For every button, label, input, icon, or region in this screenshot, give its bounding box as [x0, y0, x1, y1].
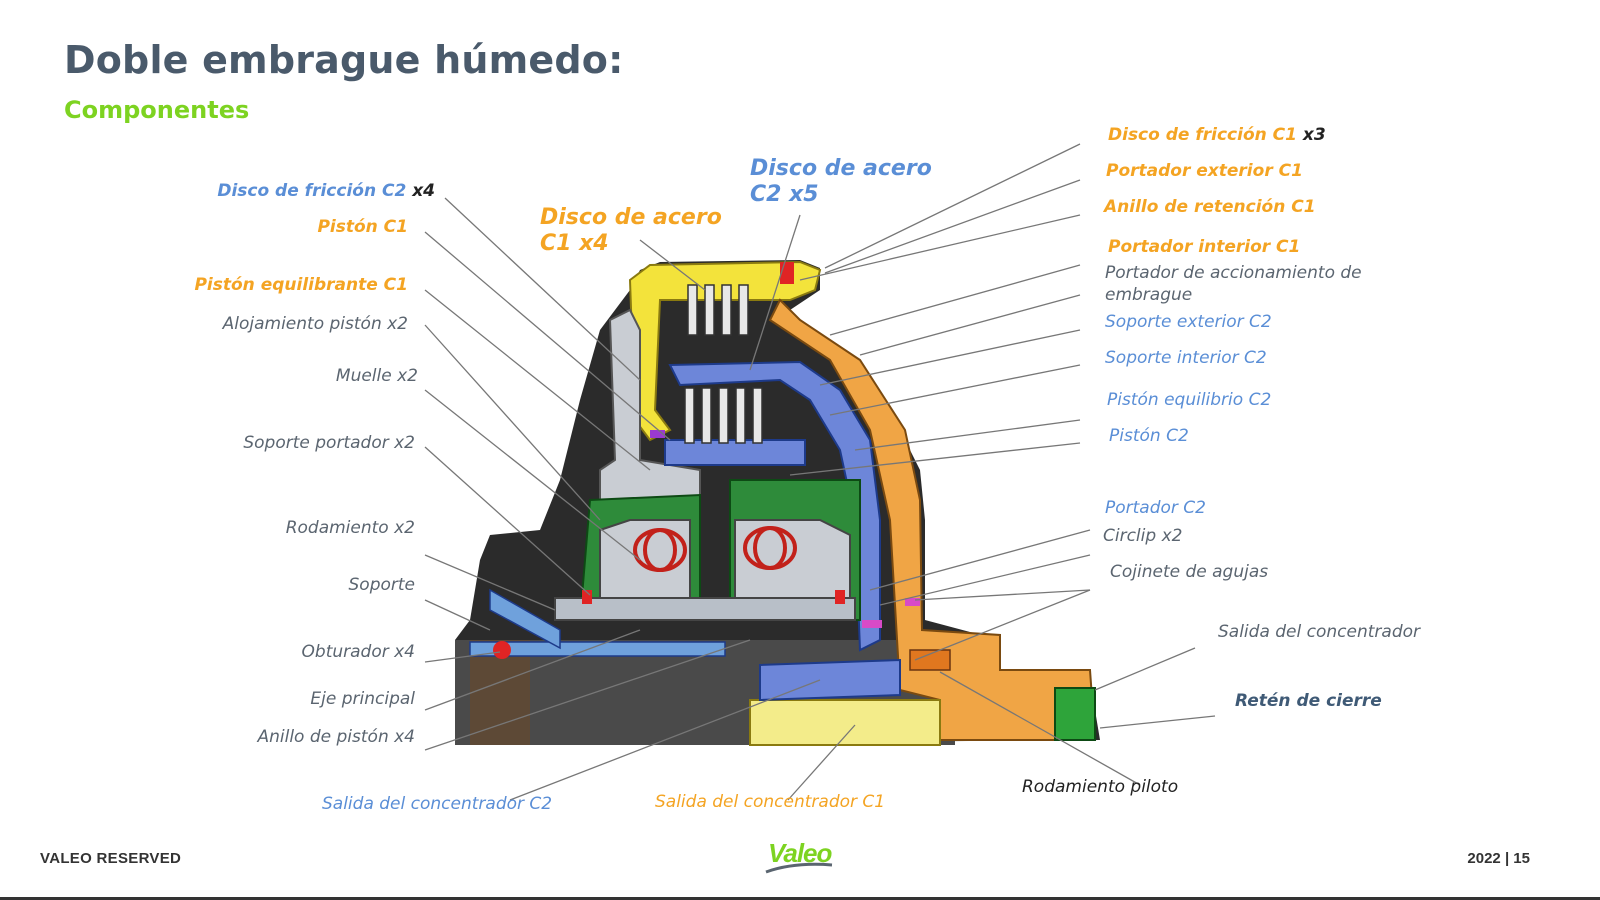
label-portador-interior-c1: Portador interior C1	[1108, 237, 1301, 257]
label-soporte-interior-c2: Soporte interior C2	[1105, 348, 1267, 368]
logo-swoosh-icon	[765, 862, 833, 874]
label-anillo-retencion-c1: Anillo de retención C1	[1104, 197, 1316, 217]
footer-confidentiality: VALEO RESERVED	[40, 850, 182, 867]
label-piston-equilibrio-c2: Pistón equilibrio C2	[1107, 390, 1272, 410]
label-salida-concentrador-c1: Salida del concentrador C1	[655, 792, 886, 812]
label-anillo-piston: Anillo de pistón x4	[257, 727, 415, 747]
label-rodamiento: Rodamiento x2	[285, 518, 415, 538]
footer-page-number: 2022 | 15	[1467, 850, 1530, 867]
label-soporte-exterior-c2: Soporte exterior C2	[1105, 312, 1272, 332]
page-subtitle: Componentes	[64, 96, 250, 124]
label-rodamiento-piloto: Rodamiento piloto	[1022, 777, 1179, 797]
label-reten-cierre: Retén de cierre	[1235, 691, 1382, 711]
label-piston-c1: Pistón C1	[317, 217, 408, 237]
label-disco-acero-c1: Disco de acero C1 x4	[540, 205, 722, 256]
label-portador-exterior-c1: Portador exterior C1	[1106, 161, 1303, 181]
label-alojamiento-piston: Alojamiento pistón x2	[222, 314, 408, 334]
label-soporte: Soporte	[348, 575, 416, 595]
label-portador-c2: Portador C2	[1105, 498, 1206, 518]
label-portador-accionamiento: Portador de accionamiento de embrague	[1105, 263, 1362, 305]
bottom-border	[0, 897, 1600, 900]
label-obturador: Obturador x4	[301, 642, 415, 662]
page-title: Doble embrague húmedo:	[64, 38, 624, 82]
label-disco-friccion-c1: Disco de fricción C1 x3	[1108, 125, 1326, 145]
label-salida-concentrador: Salida del concentrador	[1218, 622, 1420, 642]
label-soporte-portador: Soporte portador x2	[243, 433, 415, 453]
label-salida-concentrador-c2: Salida del concentrador C2	[322, 794, 553, 814]
label-cojinete-agujas: Cojinete de agujas	[1110, 562, 1269, 582]
label-piston-equilibrante-c1: Pistón equilibrante C1	[194, 275, 408, 295]
label-muelle: Muelle x2	[335, 366, 418, 386]
label-circlip: Circlip x2	[1103, 526, 1183, 546]
label-disco-acero-c2: Disco de acero C2 x5	[750, 156, 932, 207]
label-piston-c2: Pistón C2	[1109, 426, 1189, 446]
label-disco-friccion-c2: Disco de fricción C2 x4	[217, 181, 435, 201]
label-eje-principal: Eje principal	[310, 689, 415, 709]
